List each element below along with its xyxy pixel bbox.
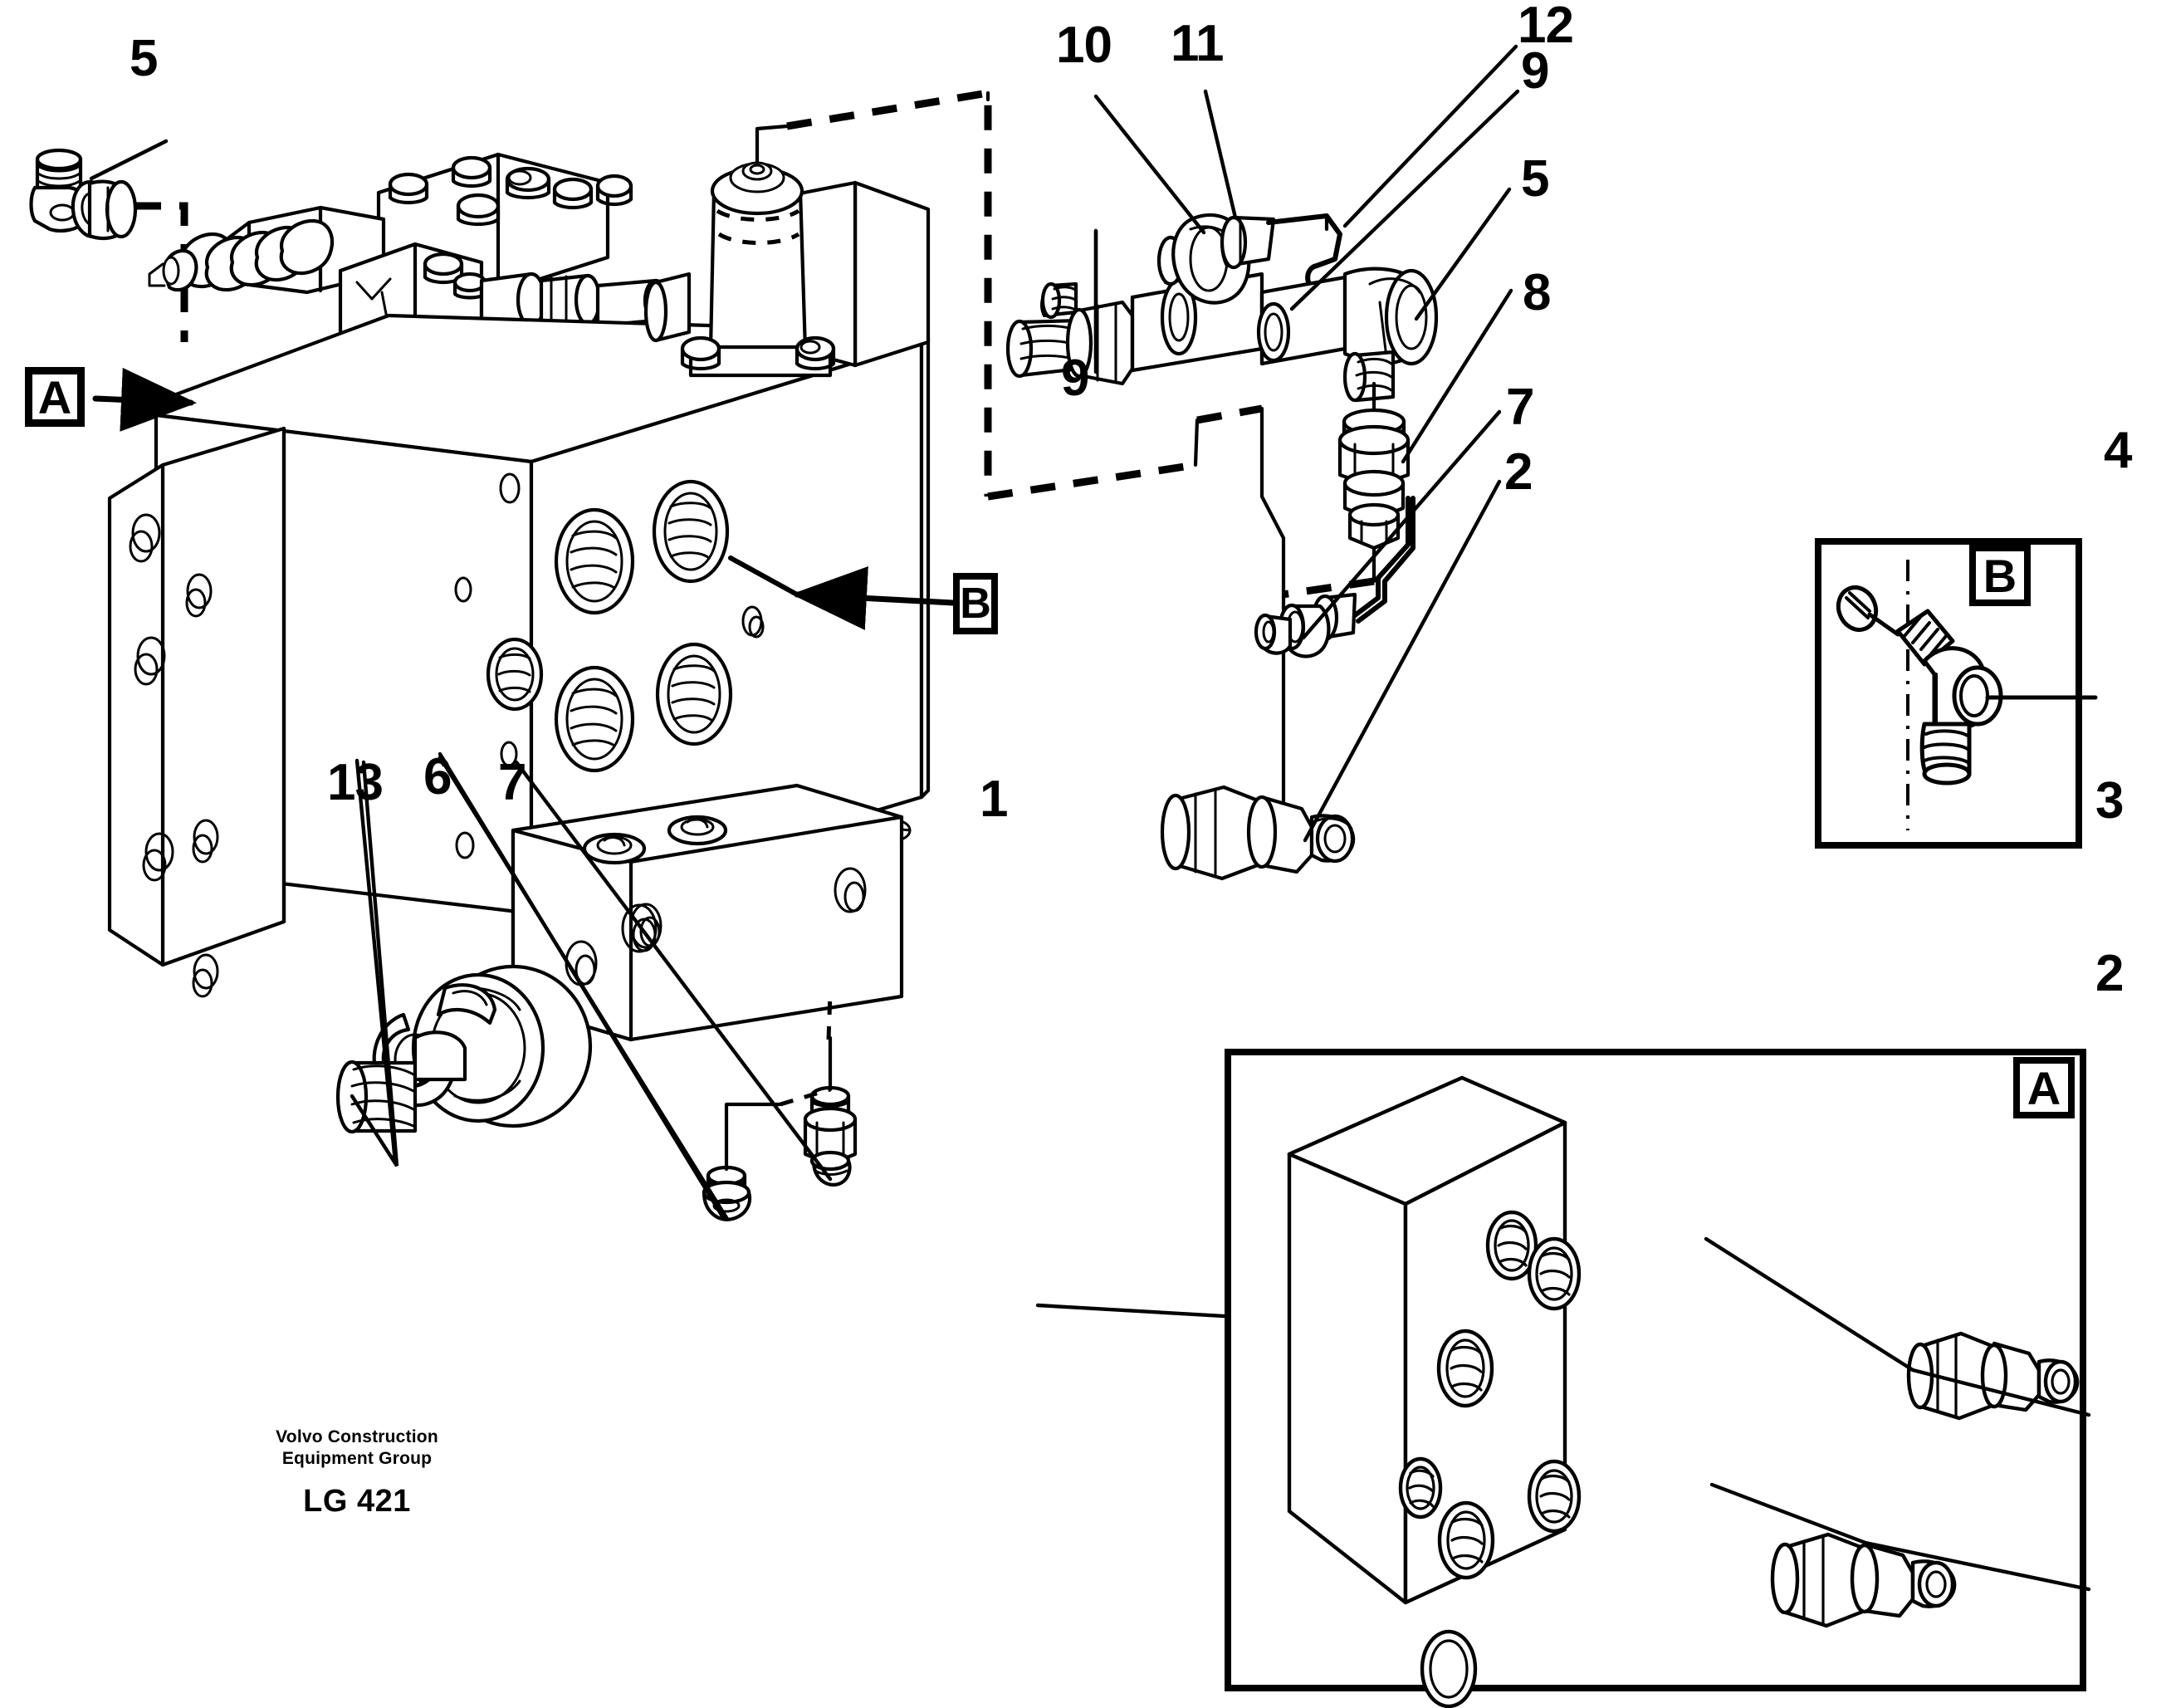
callout-10: 10 — [1056, 17, 1112, 74]
callout-7-upper: 7 — [1506, 379, 1534, 436]
callout-9-right: 9 — [1521, 42, 1549, 100]
callout-5-right: 5 — [1521, 150, 1549, 208]
arrow-zone-a — [92, 367, 197, 432]
callout-6: 6 — [423, 748, 452, 805]
part-banjo-bolt-7-upper — [1254, 592, 1357, 658]
callout-7-lower: 7 — [498, 754, 526, 811]
zone-tag-b-main: B — [953, 573, 998, 634]
zone-tag-a-main: A — [25, 367, 85, 427]
part-tee-fitting-cluster — [1005, 213, 1439, 403]
leader-10 — [1093, 94, 1206, 235]
leader-lines-main — [350, 44, 1613, 1341]
leader-13 — [350, 760, 399, 1167]
leader-7-upper — [1301, 409, 1502, 640]
part-plug-fitting-2-main — [1160, 785, 1356, 881]
leader-7-lower — [514, 760, 833, 1182]
assembly-line-6 — [724, 1102, 783, 1172]
port-cluster-main-face — [454, 472, 765, 859]
callout-8: 8 — [1523, 264, 1551, 321]
part-elbow-fitting-topleft — [29, 148, 138, 241]
part-pilot-cylinder — [680, 161, 836, 378]
part-main-valve-block — [107, 124, 931, 1042]
callout-4: 4 — [2104, 422, 2132, 479]
callout-5-topleft: 5 — [130, 30, 158, 87]
callout-12: 12 — [1518, 0, 1574, 54]
callout-9-lower: 9 — [1061, 350, 1089, 407]
part-nipple-7-lower — [803, 1085, 858, 1187]
company-line-2: Equipment Group — [281, 1449, 433, 1469]
leader-2-upper — [1303, 479, 1502, 843]
leader-5-right — [1414, 187, 1512, 321]
drawing-code: LG 421 — [303, 1483, 411, 1519]
leader-3-inset — [1704, 1236, 2091, 1417]
zone-tag-b-inset: B — [1969, 545, 2031, 606]
spool-rib-stack — [179, 218, 335, 292]
callout-2-upper: 2 — [1504, 443, 1533, 501]
inset-a-fitting-3 — [1906, 1331, 2080, 1421]
zone-tag-a-inset: A — [2013, 1057, 2075, 1118]
leader-2-inset — [1709, 1482, 2091, 1592]
inset-a-fitting-2 — [1770, 1532, 1957, 1628]
company-line-1: Volvo Construction — [276, 1427, 438, 1446]
arrow-zone-b — [791, 566, 956, 630]
leader-11 — [1203, 89, 1238, 220]
assembly-dash-right-group — [786, 88, 992, 497]
inset-a-valve-block — [1287, 1075, 1582, 1708]
pipe-bend — [1356, 496, 1415, 624]
leader-12 — [1342, 44, 1518, 228]
part-union-adaptor-8 — [1337, 408, 1411, 551]
leader-9-right — [1289, 89, 1520, 311]
callout-13: 13 — [327, 754, 384, 811]
leader-lines-bottom-fix — [354, 751, 726, 1221]
part-quick-coupling-13 — [335, 964, 593, 1134]
callout-11: 11 — [1171, 15, 1225, 72]
callout-1: 1 — [980, 771, 1008, 828]
footer-identification: Volvo Construction Equipment Group LG 42… — [249, 1427, 465, 1520]
callout-3: 3 — [2095, 772, 2124, 830]
leader-5-topleft — [89, 139, 169, 181]
leader-8 — [1401, 288, 1513, 464]
assembly-dash-topleft — [136, 202, 188, 342]
callout-2-inset: 2 — [2095, 945, 2124, 1002]
